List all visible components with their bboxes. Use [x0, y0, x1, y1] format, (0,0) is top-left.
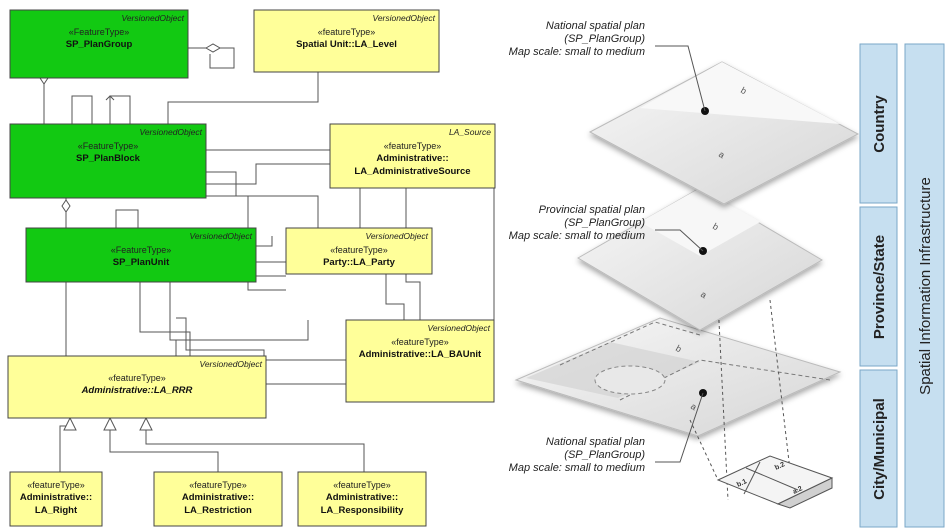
uml-class-name: Spatial Unit::LA_Level [296, 39, 397, 50]
plate-country [588, 61, 860, 205]
note-line: (SP_PlanGroup) [564, 449, 645, 461]
uml-class-stereotype: «FeatureType» [69, 27, 130, 37]
uml-class-name: Administrative:: [376, 153, 448, 164]
note-line: (SP_PlanGroup) [564, 33, 645, 45]
uml-class-stereotype: «featureType» [108, 373, 166, 383]
note-line: National spatial plan [546, 20, 645, 32]
note-top: National spatial plan(SP_PlanGroup)Map s… [509, 20, 646, 58]
uml-class-supertype: VersionedObject [427, 323, 490, 333]
plan-illustration: b.1 b.2 a.2 b a b a b a [514, 45, 860, 509]
plate-province [577, 187, 823, 331]
uml-class-name: Administrative:: [20, 492, 92, 503]
level-city-panel [859, 369, 898, 528]
note-line: Map scale: small to medium [509, 230, 645, 242]
uml-class-name: Administrative::LA_BAUnit [359, 349, 482, 360]
uml-class-source: LA_Source«featureType»Administrative::LA… [329, 123, 496, 189]
uml-class-name: Administrative::LA_RRR [81, 385, 193, 396]
note-line: National spatial plan [546, 436, 645, 448]
note-line: (SP_PlanGroup) [564, 217, 645, 229]
uml-class-planblock: VersionedObject«FeatureType» SP_PlanBlock [9, 123, 207, 199]
uml-class-restriction: «featureType»Administrative::LA_Restrict… [153, 471, 283, 527]
plate-country-b-label: b [739, 85, 748, 96]
uml-class-name-line2: LA_Responsibility [321, 505, 405, 516]
uml-class-box [9, 123, 207, 199]
plate-province-a-label: a [699, 289, 708, 300]
uml-class-supertype: VersionedObject [121, 13, 184, 23]
uml-class-supertype: VersionedObject [139, 127, 202, 137]
plan-notes: National spatial plan(SP_PlanGroup)Map s… [509, 20, 646, 474]
uml-class-party: VersionedObject«featureType»Party::LA_Pa… [285, 227, 433, 275]
uml-class-supertype: VersionedObject [372, 13, 435, 23]
uml-class-supertype: LA_Source [449, 127, 491, 137]
uml-class-planunit: VersionedObject «FeatureType» SP_PlanUnit [25, 227, 257, 283]
uml-class-name: SP_PlanUnit [113, 257, 170, 268]
note-mid: Provincial spatial plan(SP_PlanGroup)Map… [509, 204, 646, 242]
infrastructure-panel [904, 43, 945, 528]
uml-class-stereotype: «featureType» [333, 480, 391, 490]
uml-class-box [7, 355, 267, 419]
uml-class-stereotype: «FeatureType» [111, 245, 172, 255]
uml-class-name: Administrative:: [182, 492, 254, 503]
uml-class-stereotype: «featureType» [189, 480, 247, 490]
uml-class-stereotype: «featureType» [318, 27, 376, 37]
uml-class-box [9, 9, 189, 79]
uml-class-baunit: VersionedObject «featureType» Administrati… [345, 319, 495, 403]
note-line: Map scale: small to medium [509, 462, 645, 474]
plate-province-b-label: b [711, 221, 720, 232]
uml-class-name-line2: LA_Restriction [184, 505, 252, 516]
plate-city [514, 317, 842, 437]
uml-class-stereotype: «featureType» [384, 141, 442, 151]
uml-class-name: Administrative:: [326, 492, 398, 503]
note-line: Map scale: small to medium [509, 46, 645, 58]
uml-class-name: Party::LA_Party [323, 257, 396, 268]
level-panels: Country Province/State City/Municipal Sp… [859, 43, 945, 528]
uml-class-stereotype: «featureType» [391, 337, 449, 347]
uml-class-stereotype: «featureType» [330, 245, 388, 255]
parcel-b2-label: b.2 [774, 461, 786, 472]
uml-class-name-line2: LA_Right [35, 505, 78, 516]
uml-class-name: SP_PlanBlock [76, 153, 141, 164]
uml-class-box [153, 471, 283, 527]
uml-class-box [253, 9, 440, 73]
uml-class-supertype: VersionedObject [199, 359, 262, 369]
uml-class-stereotype: «FeatureType» [78, 141, 139, 151]
uml-class-box [297, 471, 427, 527]
uml-class-box [285, 227, 433, 275]
parcel-detail: b.1 b.2 a.2 [716, 455, 834, 509]
level-country-label: Country [871, 95, 888, 153]
uml-class-responsibility: «featureType»Administrative::LA_Responsi… [297, 471, 427, 527]
infrastructure-label: Spatial Information Infrastructure [917, 177, 934, 395]
uml-class-plangroup: VersionedObject «FeatureType» SP_PlanGroup [9, 9, 189, 79]
plate-country-a-label: a [717, 149, 726, 160]
plate-city-a-label: a [689, 401, 698, 412]
level-province-label: Province/State [871, 235, 888, 339]
uml-class-supertype: VersionedObject [365, 231, 428, 241]
parcel-b1-label: b.1 [736, 478, 748, 489]
level-province-panel [859, 206, 898, 367]
uml-class-box [9, 471, 103, 527]
uml-class-stereotype: «featureType» [27, 480, 85, 490]
uml-class-rrr: VersionedObject «featureType» Administrati… [7, 355, 267, 419]
level-city-label: City/Municipal [871, 398, 888, 500]
uml-class-supertype: VersionedObject [189, 231, 252, 241]
uml-class-right: «featureType»Administrative::LA_Right [9, 471, 103, 527]
uml-class-name-line2: LA_AdministrativeSource [354, 166, 470, 177]
uml-class-box [25, 227, 257, 283]
uml-class-level: VersionedObject «featureType» Spatial Unit… [253, 9, 440, 73]
uml-class-box [329, 123, 496, 189]
note-bottom: National spatial plan(SP_PlanGroup)Map s… [509, 436, 646, 474]
uml-classes: VersionedObject«FeatureType»SP_PlanGroup… [7, 9, 496, 527]
note-line: Provincial spatial plan [539, 204, 645, 216]
uml-class-name: SP_PlanGroup [66, 39, 133, 50]
level-country-panel [859, 43, 898, 204]
plate-city-b-label: b [674, 343, 683, 354]
parcel-a2-label: a.2 [792, 485, 804, 496]
uml-class-box [345, 319, 495, 403]
